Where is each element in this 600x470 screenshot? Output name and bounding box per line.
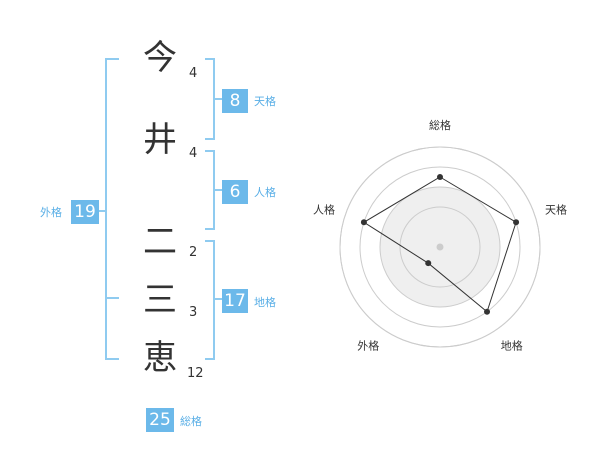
radar-axis-label-2: 天格 (545, 202, 567, 216)
radar-point-5 (360, 219, 367, 226)
gaikaku-label: 外格 (40, 206, 62, 219)
chikaku-label: 地格 (254, 296, 276, 309)
gaikaku-bracket-tick (97, 210, 106, 212)
chikaku-value-badge: 17 (222, 289, 248, 313)
tenkaku-label: 天格 (254, 95, 276, 108)
radar-center-dot (436, 243, 444, 251)
stroke-count-2: 4 (189, 146, 198, 161)
radar-grid-ring-4 (399, 206, 481, 288)
chikaku-bracket-tick (214, 298, 222, 300)
radar-axis-label-1: 総格 (429, 118, 451, 132)
tenkaku-bracket-tick (214, 98, 222, 100)
radar-point-2 (513, 219, 520, 226)
stroke-count-1: 4 (189, 66, 198, 81)
stroke-count-3: 2 (189, 245, 198, 260)
radar-point-1 (437, 174, 443, 180)
soukaku-label: 総格 (180, 415, 202, 428)
name-char-1: 今 (143, 38, 177, 78)
radar-point-4 (425, 260, 432, 267)
radar-axis-label-3: 地格 (501, 339, 523, 353)
jinkaku-bracket-tick (214, 189, 222, 191)
name-char-3: 二 (143, 222, 177, 262)
tenkaku-value-badge: 8 (222, 89, 248, 113)
name-char-4: 三 (143, 280, 177, 320)
radar-axis-label-4: 外格 (357, 339, 379, 353)
jinkaku-value-badge: 6 (222, 180, 248, 204)
radar-axis-label-5: 人格 (313, 202, 335, 216)
radar-point-3 (484, 308, 491, 315)
radar-grid-ring-3 (379, 186, 501, 308)
radar-series-polygon (362, 176, 517, 313)
name-char-5: 恵 (143, 338, 177, 378)
gaikaku-value-badge: 19 (71, 200, 99, 224)
stroke-count-4: 3 (189, 305, 198, 320)
jinkaku-label: 人格 (254, 186, 276, 199)
stroke-count-5: 12 (187, 366, 204, 381)
name-char-2: 井 (143, 120, 177, 160)
soukaku-value-badge: 25 (146, 408, 174, 432)
gaikaku-bracket (105, 58, 119, 360)
gaikaku-bracket-divider (105, 297, 119, 299)
radar-grid-ring-2 (359, 166, 521, 328)
chikaku-bracket (205, 240, 215, 360)
radar-grid-ring-1 (339, 146, 541, 348)
